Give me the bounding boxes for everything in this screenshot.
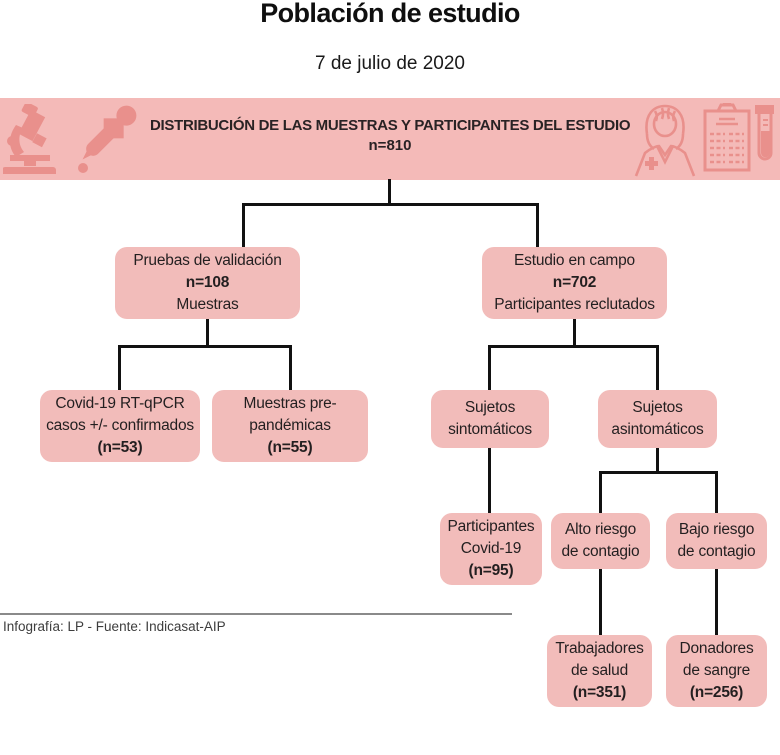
node-line: pandémicas bbox=[249, 417, 331, 434]
node-line: Covid-19 RT-qPCR bbox=[55, 395, 185, 412]
node-line: Sujetos bbox=[632, 399, 683, 416]
connector-line bbox=[488, 345, 659, 348]
node-line: casos +/- confirmados bbox=[46, 417, 194, 434]
page-title: Población de estudio bbox=[260, 0, 520, 28]
nurse-icon bbox=[634, 104, 696, 177]
clipboard-icon bbox=[703, 103, 751, 172]
node-line: Donadores bbox=[679, 640, 754, 657]
connector-line bbox=[573, 317, 576, 348]
node-trabajadores-salud: Trabajadores de salud (n=351) bbox=[547, 635, 652, 707]
node-line: Sujetos bbox=[464, 399, 516, 416]
node-line: Trabajadores bbox=[555, 640, 644, 657]
banner-title: DISTRIBUCIÓN DE LAS MUESTRAS Y PARTICIPA… bbox=[150, 117, 631, 134]
node-count: n=108 bbox=[185, 274, 230, 291]
node-line: Covid-19 bbox=[460, 540, 522, 557]
connector-line bbox=[536, 203, 539, 249]
connector-line bbox=[289, 345, 292, 392]
microscope-icon bbox=[3, 104, 56, 174]
node-alto-riesgo: Alto riesgo de contagio bbox=[551, 513, 650, 569]
connector-line bbox=[242, 203, 539, 206]
connector-line bbox=[118, 345, 121, 392]
node-participantes-covid: Participantes Covid-19 (n=95) bbox=[440, 513, 542, 585]
banner-text: DISTRIBUCIÓN DE LAS MUESTRAS Y PARTICIPA… bbox=[150, 116, 631, 156]
node-line: Pruebas de validación bbox=[133, 252, 282, 269]
source-credit: Infografía: LP - Fuente: Indicasat-AIP bbox=[3, 619, 226, 634]
node-line: de salud bbox=[570, 662, 628, 679]
node-count: (n=256) bbox=[689, 684, 744, 701]
node-covid-rtqpcr: Covid-19 RT-qPCR casos +/- confirmados (… bbox=[40, 390, 200, 462]
node-line: Participantes reclutados bbox=[494, 296, 655, 313]
connector-line bbox=[206, 317, 209, 348]
node-line: Muestras bbox=[176, 296, 239, 313]
node-line: de sangre bbox=[682, 662, 751, 679]
node-sujetos-asintomaticos: Sujetos asintomáticos bbox=[598, 390, 717, 448]
node-line: Participantes bbox=[447, 518, 535, 535]
node-count: (n=95) bbox=[468, 562, 514, 579]
node-line: asintomáticos bbox=[611, 421, 704, 438]
node-bajo-riesgo: Bajo riesgo de contagio bbox=[666, 513, 767, 569]
header-banner: DISTRIBUCIÓN DE LAS MUESTRAS Y PARTICIPA… bbox=[0, 98, 780, 180]
connector-line bbox=[118, 345, 292, 348]
node-count: n=702 bbox=[552, 274, 597, 291]
node-count: (n=55) bbox=[267, 439, 313, 456]
connector-line bbox=[599, 471, 718, 474]
node-sujetos-sintomaticos: Sujetos sintomáticos bbox=[431, 390, 549, 448]
dropper-icon bbox=[78, 105, 137, 173]
node-pruebas-validacion: Pruebas de validación n=108 Muestras bbox=[115, 247, 300, 319]
connector-line bbox=[388, 179, 391, 206]
footer-divider bbox=[0, 613, 512, 615]
connector-line bbox=[656, 445, 659, 474]
connector-line bbox=[488, 345, 491, 392]
date-subtitle: 7 de julio de 2020 bbox=[314, 53, 465, 74]
node-count: (n=53) bbox=[97, 439, 143, 456]
node-count: (n=351) bbox=[572, 684, 627, 701]
node-line: de contagio bbox=[677, 543, 756, 560]
test-tube-icon bbox=[755, 105, 774, 161]
node-donadores-sangre: Donadores de sangre (n=256) bbox=[666, 635, 767, 707]
node-line: sintomáticos bbox=[448, 421, 532, 438]
node-line: Estudio en campo bbox=[514, 252, 635, 269]
connector-line bbox=[656, 345, 659, 392]
connector-line bbox=[488, 445, 491, 515]
node-estudio-en-campo: Estudio en campo n=702 Participantes rec… bbox=[482, 247, 667, 319]
banner-total: n=810 bbox=[368, 137, 412, 154]
node-line: de contagio bbox=[561, 543, 640, 560]
node-line: Alto riesgo bbox=[564, 521, 637, 538]
connector-line bbox=[242, 203, 245, 249]
node-line: Bajo riesgo bbox=[678, 521, 755, 538]
node-muestras-prepandemicas: Muestras pre- pandémicas (n=55) bbox=[212, 390, 368, 462]
node-line: Muestras pre- bbox=[243, 395, 337, 412]
